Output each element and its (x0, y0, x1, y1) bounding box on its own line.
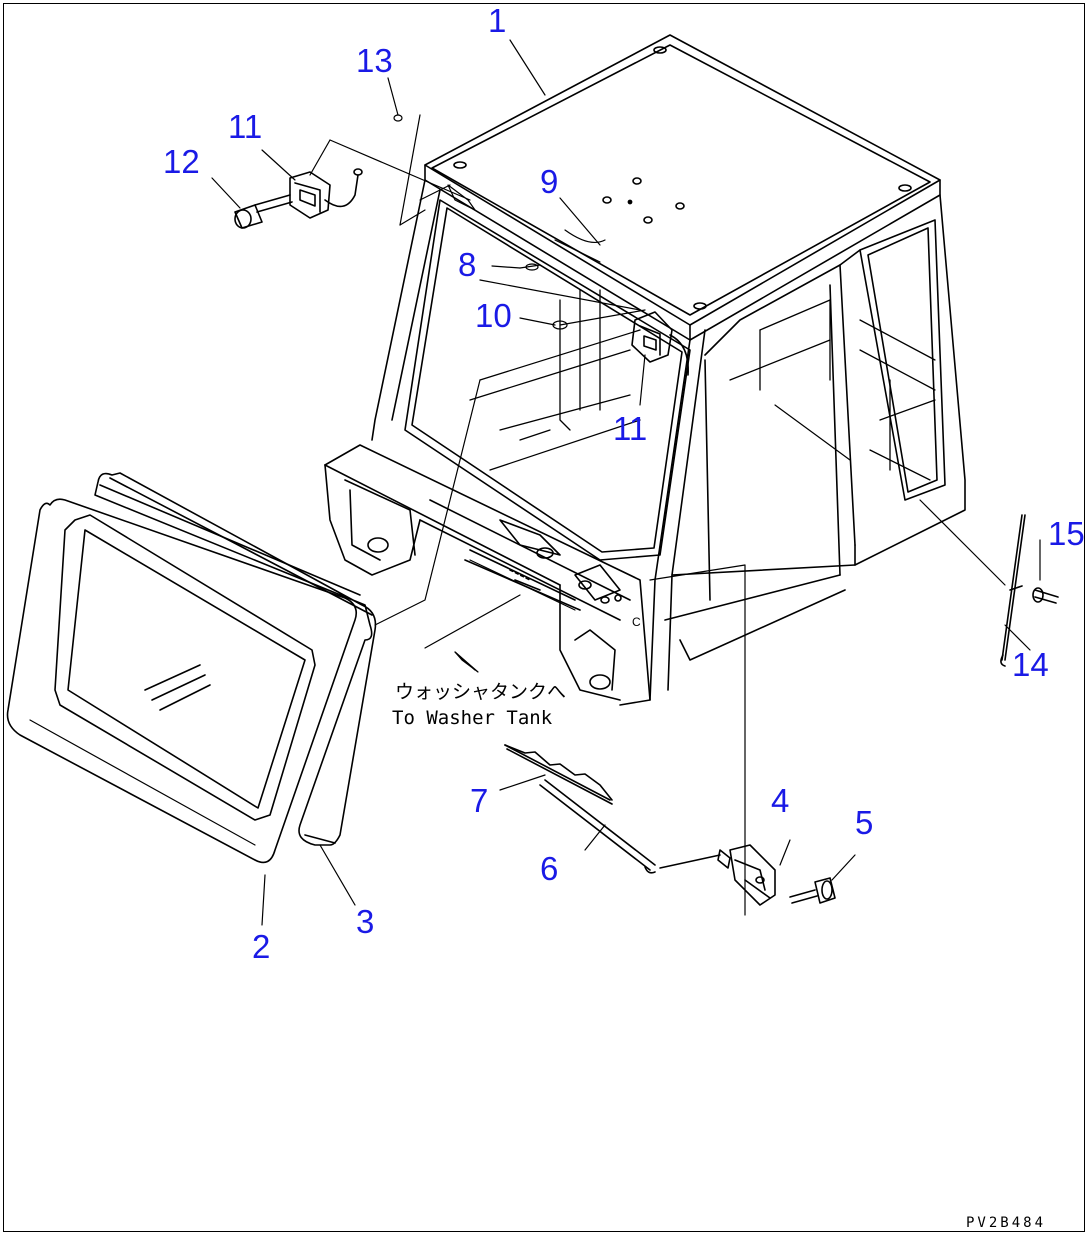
wiper-blade (505, 745, 612, 804)
callout-14: 14 (1012, 646, 1049, 683)
callout-11-rear: 11 (228, 108, 263, 145)
cab-roof (425, 35, 940, 340)
cab-lower-dash: C (325, 445, 650, 705)
callout-6: 6 (540, 850, 559, 887)
drawing-border (3, 3, 1085, 1232)
callout-1: 1 (488, 2, 507, 39)
callout-9: 9 (540, 163, 559, 200)
washer-tank-note-jp: ウォッシャタンクへ (395, 681, 567, 703)
leader-lines (212, 40, 1040, 925)
callout-4: 4 (771, 782, 790, 819)
cab-front-frame (372, 180, 965, 700)
wiper-arm (540, 780, 720, 873)
washer-tank-note-en: To Washer Tank (392, 707, 553, 729)
callout-11-front: 11 (613, 410, 648, 447)
cab-interior-frame (470, 290, 935, 480)
callout-5: 5 (855, 804, 874, 841)
lamp-bolt (235, 195, 292, 228)
callout-2: 2 (252, 928, 271, 965)
callout-8: 8 (458, 246, 477, 283)
callout-3: 3 (356, 903, 375, 940)
callout-15: 15 (1048, 515, 1085, 552)
wiper-bolt (790, 878, 835, 903)
drawing-code: PV2B484 (966, 1215, 1047, 1231)
callout-7: 7 (470, 782, 489, 819)
front-work-lamp (632, 312, 688, 375)
callout-12: 12 (163, 143, 200, 180)
callout-13: 13 (356, 42, 393, 79)
svg-text:C: C (632, 615, 641, 629)
front-glass (8, 499, 357, 862)
rear-wiper (1001, 515, 1058, 666)
callout-10: 10 (475, 297, 512, 334)
rear-work-lamp (290, 169, 362, 218)
wiper-motor (718, 845, 775, 905)
